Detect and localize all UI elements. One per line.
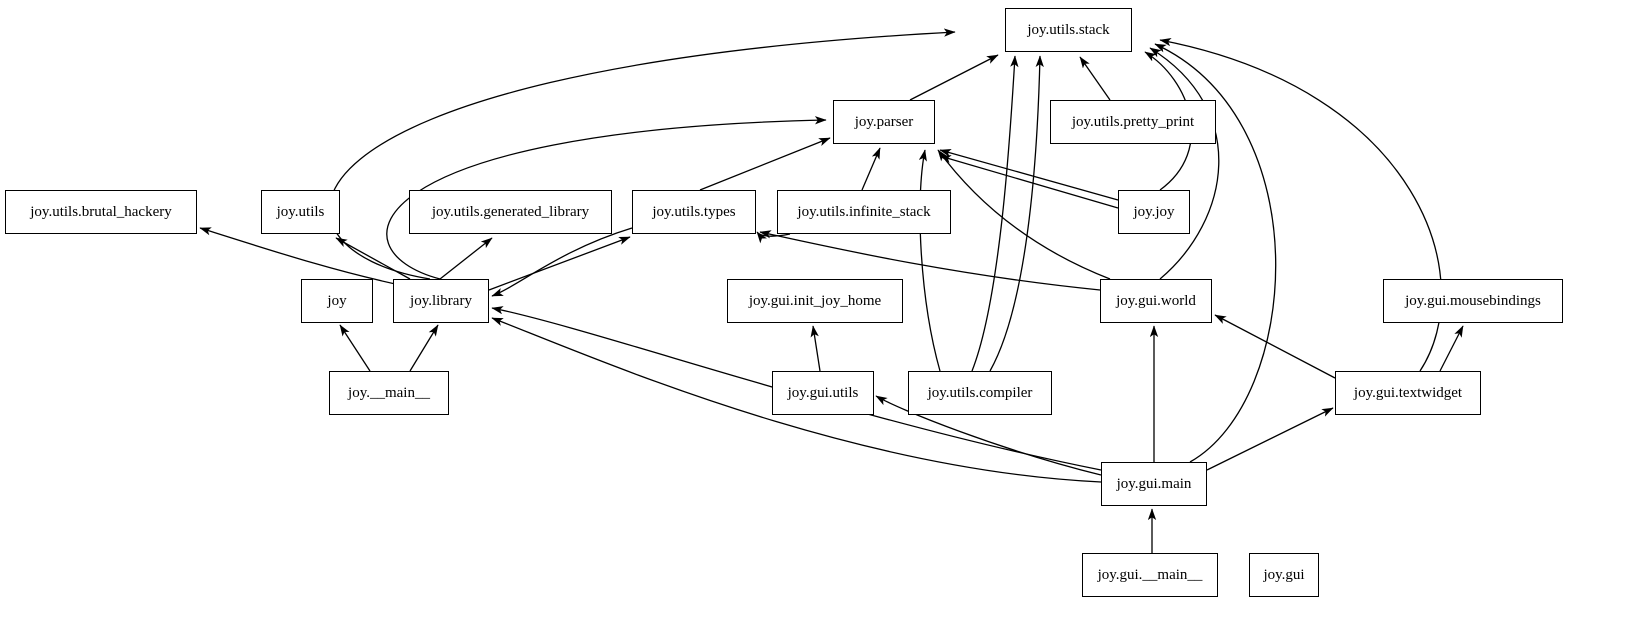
graph-node-label: joy.utils.generated_library: [431, 203, 590, 220]
graph-edge-gui_utils-to-gui_init_joy_home: [810, 325, 821, 372]
graph-edge-joy_main-to-library: [409, 324, 439, 372]
graph-node-label: joy.utils: [276, 203, 325, 220]
graph-node-label: joy.library: [410, 292, 472, 309]
graph-node-label: joy.utils.types: [652, 203, 736, 220]
graph-node-utils_genlib[interactable]: joy.utils.generated_library: [409, 190, 612, 234]
graph-node-utils_pretty_print[interactable]: joy.utils.pretty_print: [1050, 100, 1216, 144]
graph-edge-utils_compiler-to-parser: [918, 149, 941, 372]
graph-edge-utils_types-to-library: [491, 227, 633, 297]
graph-node-label: joy: [327, 292, 347, 309]
graph-node-joy_joy[interactable]: joy.joy: [1118, 190, 1190, 234]
graph-node-gui__main__[interactable]: joy.gui.__main__: [1082, 553, 1218, 597]
graph-node-label: joy.utils.brutal_hackery: [30, 203, 172, 220]
graph-edge-utils_pretty_print-to-utils_stack: [1079, 56, 1111, 101]
graph-edge-gui_main-to-library: [491, 306, 1102, 471]
graph-node-gui_init_joy_home[interactable]: joy.gui.init_joy_home: [727, 279, 903, 323]
graph-edge-joy_main-to-joy: [339, 324, 371, 372]
graph-edge-parser-to-utils_stack: [909, 54, 999, 101]
graph-edge-utils_compiler-to-utils_stack: [989, 55, 1044, 372]
graph-edge-gui_main-to-gui_textwidget: [1206, 407, 1334, 471]
graph-edge-utils_infinite-to-parser: [861, 147, 881, 191]
graph-node-gui_textwidget[interactable]: joy.gui.textwidget: [1335, 371, 1481, 415]
graph-edge-gui_world-to-parser: [937, 149, 1111, 280]
graph-node-label: joy.joy: [1133, 203, 1175, 220]
graph-edge-joy_joy-to-parser: [939, 155, 1119, 209]
graph-edge-joy_joy-to-parser: [939, 148, 1119, 201]
graph-node-label: joy.gui.textwidget: [1353, 384, 1463, 401]
graph-edge-gui_textwidget-to-gui_world: [1214, 314, 1336, 379]
graph-edge-gui_main-to-gui_utils: [875, 395, 1102, 476]
graph-edge-gui_world-to-utils_types: [759, 230, 1101, 291]
graph-edge-library-to-utils: [335, 237, 411, 280]
graph-node-gui_utils[interactable]: joy.gui.utils: [772, 371, 874, 415]
graph-node-joy[interactable]: joy: [301, 279, 373, 323]
graph-node-label: joy.gui.mousebindings: [1405, 292, 1541, 309]
graph-node-label: joy.gui: [1263, 566, 1305, 583]
graph-edge-gui_main-to-library: [491, 317, 1102, 483]
graph-node-label: joy.utils.infinite_stack: [797, 203, 931, 220]
graph-node-label: joy.gui.world: [1116, 292, 1196, 309]
graph-node-label: joy.gui.utils: [787, 384, 859, 401]
graph-node-parser[interactable]: joy.parser: [833, 100, 935, 144]
graph-node-gui_world[interactable]: joy.gui.world: [1100, 279, 1212, 323]
graph-edge-gui_world-to-utils_stack: [1149, 47, 1220, 280]
graph-node-library[interactable]: joy.library: [393, 279, 489, 323]
graph-edge-library-to-utils_genlib: [439, 237, 493, 280]
edge-group: [199, 28, 1464, 553]
graph-node-label: joy.gui.__main__: [1097, 566, 1203, 583]
graph-node-label: joy.parser: [854, 113, 914, 130]
graph-node-label: joy.gui.init_joy_home: [748, 292, 882, 309]
graph-node-utils_types[interactable]: joy.utils.types: [632, 190, 756, 234]
graph-node-utils_compiler[interactable]: joy.utils.compiler: [908, 371, 1052, 415]
graph-node-gui_mousebindings[interactable]: joy.gui.mousebindings: [1383, 279, 1563, 323]
graph-edge-gui_textwidget-to-gui_mousebindings: [1439, 325, 1464, 372]
graph-edge-library-to-utils_types: [488, 236, 631, 291]
graph-node-utils_brutal[interactable]: joy.utils.brutal_hackery: [5, 190, 197, 234]
graph-node-label: joy.gui.main: [1116, 475, 1192, 492]
graph-edge-utils_compiler-to-utils_stack: [971, 55, 1019, 372]
graph-edge-library-to-utils_brutal: [199, 227, 401, 286]
graph-node-utils_infinite[interactable]: joy.utils.infinite_stack: [777, 190, 951, 234]
graph-node-label: joy.utils.compiler: [927, 384, 1033, 401]
graph-edge-library-to-utils_stack: [328, 28, 956, 280]
graph-edge-utils_types-to-parser: [699, 137, 831, 191]
graph-node-gui_main[interactable]: joy.gui.main: [1101, 462, 1207, 506]
graph-edge-gui_main-to-utils_stack: [1154, 43, 1277, 463]
graph-edge-gui_textwidget-to-utils_stack: [1159, 38, 1442, 372]
graph-node-utils[interactable]: joy.utils: [261, 190, 340, 234]
graph-node-gui[interactable]: joy.gui: [1249, 553, 1319, 597]
graph-node-label: joy.__main__: [348, 384, 430, 401]
graph-node-label: joy.utils.pretty_print: [1071, 113, 1195, 130]
graph-node-label: joy.utils.stack: [1027, 21, 1110, 38]
graph-node-joy_main[interactable]: joy.__main__: [329, 371, 449, 415]
graph-node-utils_stack[interactable]: joy.utils.stack: [1005, 8, 1132, 52]
